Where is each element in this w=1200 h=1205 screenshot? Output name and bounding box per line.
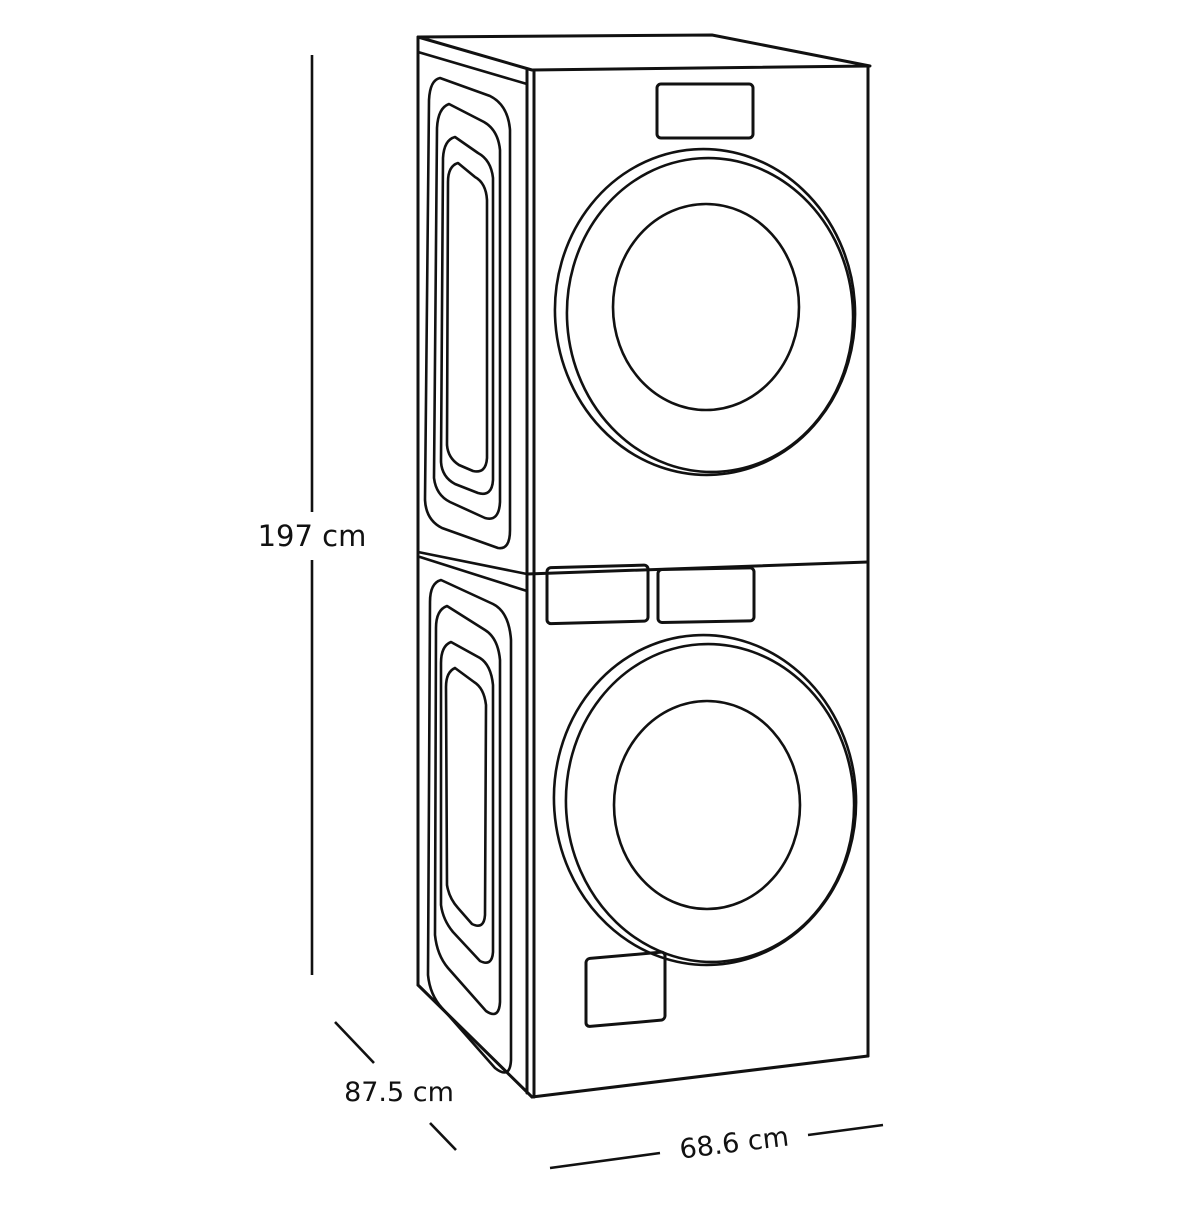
depth-dimension-line-bottom — [429, 1122, 457, 1151]
dryer-side-contour-3 — [439, 135, 495, 495]
width-dimension: 68.6 cm — [549, 1121, 884, 1170]
dryer-control-display — [655, 82, 755, 140]
dryer-door-rim — [565, 156, 855, 474]
width-label: 68.6 cm — [678, 1121, 791, 1165]
washer-side-contour-3 — [439, 640, 495, 964]
washer-door-rim — [564, 642, 856, 964]
dryer-door-window — [611, 202, 801, 412]
washer-door-outer-ring — [552, 633, 858, 967]
washer-filter-panel — [584, 950, 667, 1028]
dryer-side-contour-1 — [423, 76, 512, 550]
washer-side-contour-2 — [433, 604, 502, 1016]
washer-control-display-right — [656, 566, 756, 624]
depth-dimension: 87.5 cm — [334, 1021, 457, 1151]
dryer-unit — [416, 76, 870, 593]
dryer-side-contour-4 — [445, 161, 489, 473]
appliance-stack — [416, 33, 872, 1099]
washer-side-contour-1 — [426, 578, 513, 1074]
height-dimension: 197 cm — [258, 55, 367, 975]
width-dimension-line-left — [549, 1151, 661, 1170]
dryer-side-contour-2 — [432, 102, 502, 520]
side-top-band — [416, 50, 529, 86]
washer-control-display-left — [545, 563, 650, 626]
washer-unit — [426, 563, 858, 1074]
washer-side-contour-4 — [444, 666, 488, 927]
unit-divider-side-lower — [418, 555, 529, 593]
washer-door-window — [612, 699, 802, 911]
height-label: 197 cm — [258, 519, 367, 553]
dryer-door-outer-ring — [553, 147, 857, 477]
unit-divider-side-upper — [416, 550, 529, 576]
front-bottom-edge — [530, 1054, 870, 1099]
top-face — [416, 33, 872, 72]
depth-dimension-line-top — [334, 1021, 375, 1064]
depth-label: 87.5 cm — [344, 1077, 454, 1108]
width-dimension-line-right — [807, 1123, 884, 1137]
